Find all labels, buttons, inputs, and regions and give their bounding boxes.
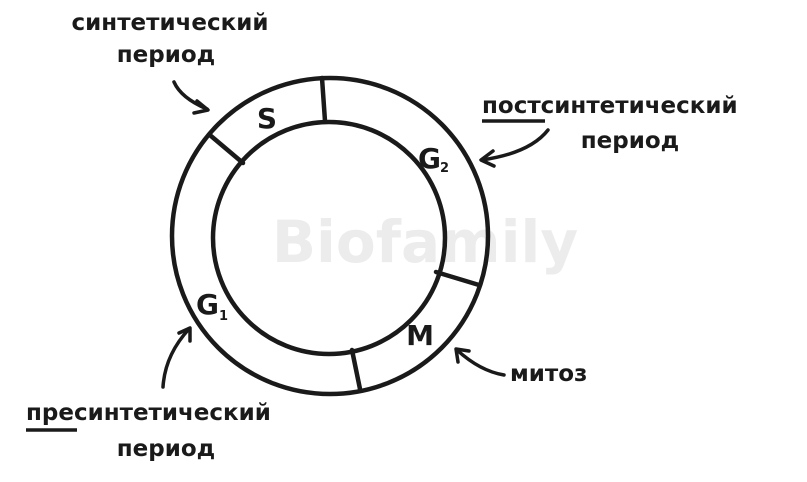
synthetic-period-line1: синтетический bbox=[72, 10, 269, 36]
divider-s-g2 bbox=[319, 75, 328, 124]
phase-g2-letter: G bbox=[418, 142, 441, 175]
presynthetic-arrow-head bbox=[177, 326, 192, 343]
outer-ring bbox=[169, 75, 491, 397]
divider-g1-s bbox=[208, 133, 246, 166]
phase-s-label: S bbox=[257, 102, 277, 135]
inner-ring bbox=[210, 119, 448, 357]
phase-g2-subscript: 2 bbox=[440, 161, 449, 176]
postsynthetic-arrow-head bbox=[479, 149, 496, 168]
postsynthetic-arrow bbox=[480, 128, 550, 162]
postsynthetic-prefix: пост bbox=[482, 93, 541, 119]
presynthetic-prefix: пре bbox=[26, 400, 74, 426]
divider-m-g1 bbox=[349, 347, 363, 392]
synthetic-period-line2: период bbox=[117, 42, 215, 68]
presynthetic-period-line1: пресинтетический bbox=[26, 400, 271, 426]
divider-g2-m bbox=[433, 269, 482, 288]
presynthetic-arrow bbox=[161, 327, 191, 389]
postsynthetic-period-line2: период bbox=[581, 128, 679, 154]
synthetic-arrow-head bbox=[192, 99, 210, 115]
phase-g1-subscript: 1 bbox=[219, 309, 228, 324]
mitosis-arrow-head bbox=[454, 347, 471, 364]
postsynthetic-rest: синтетический bbox=[541, 93, 738, 119]
presynthetic-period-line2: период bbox=[117, 436, 215, 462]
phase-m-label: M bbox=[406, 319, 434, 352]
phase-g1-letter: G bbox=[196, 288, 219, 321]
mitosis-label: митоз bbox=[510, 361, 587, 387]
mitosis-arrow bbox=[455, 348, 506, 377]
watermark-text: Biofamily bbox=[272, 208, 578, 276]
presynthetic-rest: синтетический bbox=[74, 400, 271, 426]
postsynthetic-period-line1: постсинтетический bbox=[482, 93, 738, 119]
